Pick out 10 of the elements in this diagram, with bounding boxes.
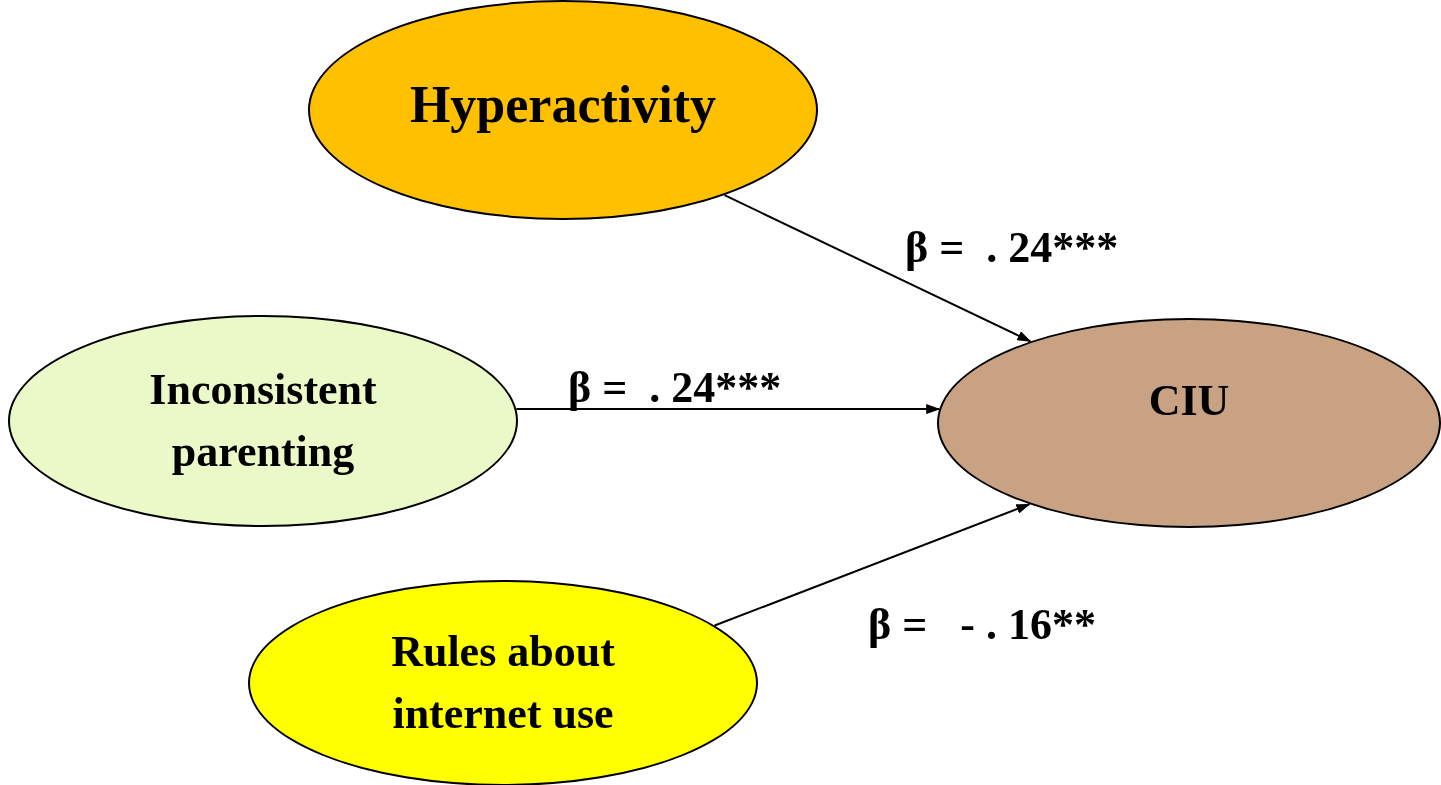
node-label: Hyperactivity (409, 74, 717, 135)
arrow (515, 404, 941, 415)
arrow (723, 194, 1032, 343)
node-label: Inconsistent parenting (148, 364, 378, 478)
arrow (713, 503, 1031, 627)
node-label: Rules about internet use (390, 626, 616, 740)
node-label: CIU (1148, 375, 1230, 428)
edge-label: β = . 24*** (568, 366, 782, 410)
edge-label: β = . 24*** (905, 226, 1119, 270)
edge-label: β = - . 16** (868, 603, 1096, 647)
